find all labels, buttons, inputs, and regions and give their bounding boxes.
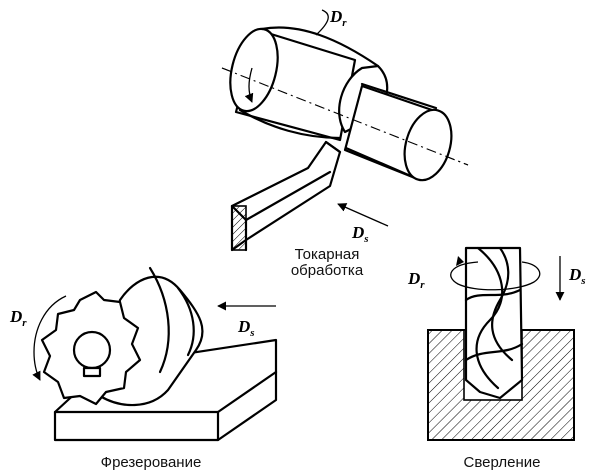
milling-caption: Фрезерование (101, 454, 202, 471)
milling-cutter (40, 266, 204, 407)
turning-caption-line2: обработка (291, 262, 364, 279)
drilling-illustration: Dr Ds Сверление (407, 246, 586, 471)
turning-feed-label: Ds (351, 223, 369, 245)
turning-rotation-arrow (244, 67, 254, 103)
workpiece-right-face (403, 108, 453, 182)
turning-feed-arrow (337, 203, 389, 227)
cutter-bore (72, 330, 112, 370)
drilling-caption: Сверление (464, 454, 541, 471)
drilling-feed-label: Ds (568, 265, 586, 287)
milling-illustration: Dr Ds Фрезерование (9, 266, 278, 471)
turning-rotation-arc-top (315, 9, 329, 36)
turning-caption-line1: Токарная (295, 246, 360, 263)
milling-feed-label: Ds (237, 317, 255, 339)
drilling-rotation-label: Dr (407, 269, 425, 291)
drill-bit (464, 246, 524, 400)
tool-cross-section (231, 205, 247, 251)
turning-illustration: Dr Ds Токарная обработка (221, 7, 469, 279)
drilling-rotation-arrow (450, 261, 541, 291)
lathe-cutting-tool (230, 140, 342, 252)
milling-rotation-arrow (32, 295, 67, 381)
turning-rotation-label: Dr (329, 7, 347, 29)
milling-rotation-label: Dr (9, 307, 27, 329)
